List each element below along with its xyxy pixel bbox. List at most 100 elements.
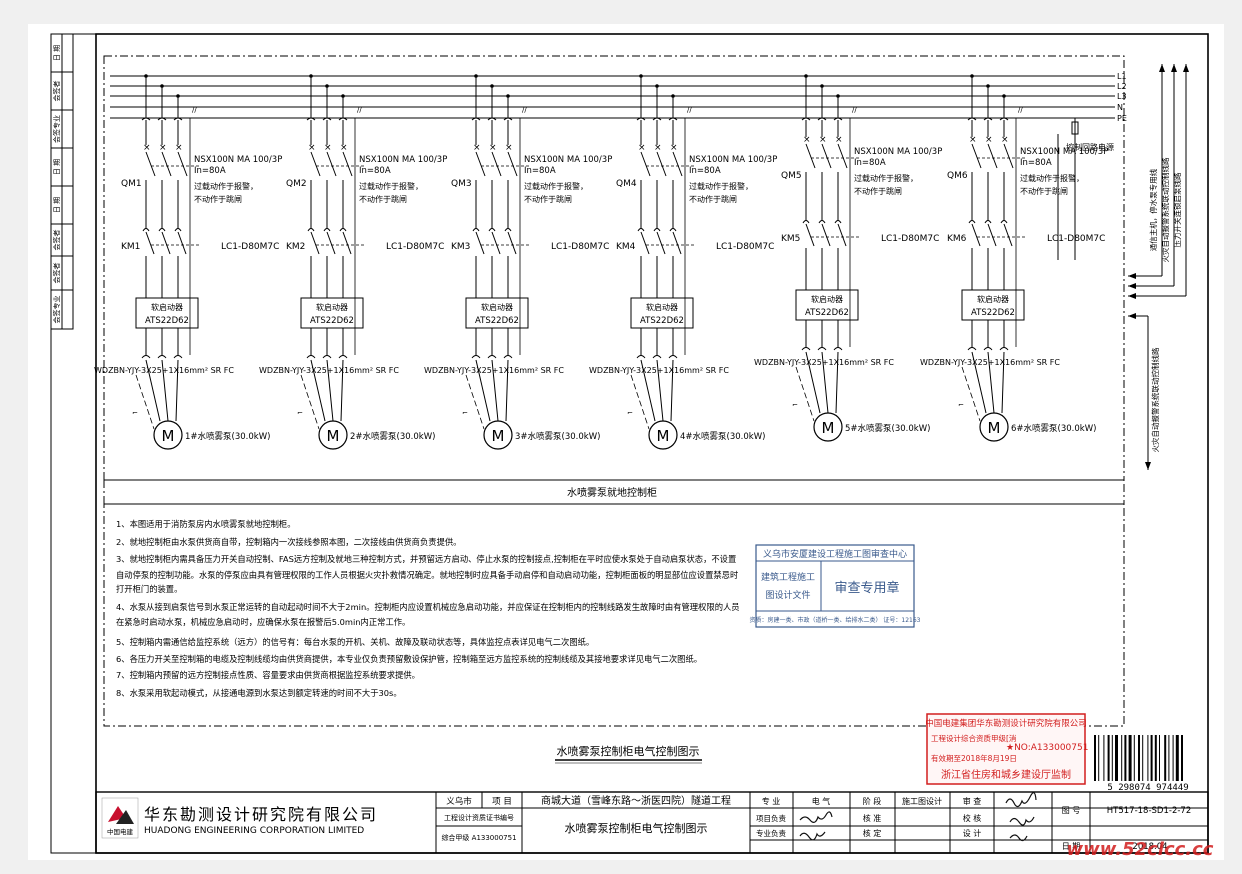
svg-text:⌐: ⌐ bbox=[132, 409, 138, 417]
title-block: 中国电建 华东勘测设计研究院有限公司 HUADONG ENGINEERING C… bbox=[95, 791, 1209, 854]
project-label: 项 目 bbox=[492, 797, 512, 807]
overload-note: 过载动作于报警， bbox=[854, 173, 918, 183]
qm-label: QM5 bbox=[781, 171, 802, 181]
pump-label: 1#水喷雾泵(30.0kW) bbox=[185, 431, 270, 442]
specialty-value: 电 气 bbox=[812, 796, 831, 806]
motor-icon bbox=[153, 420, 183, 450]
svg-text:×: × bbox=[969, 135, 977, 145]
note-line: 在紧急时启动水泵，机械应急启动时，应确保水泵在报警后5.0min内正常工作。 bbox=[116, 617, 410, 627]
trip-note: 不动作于跳闸 bbox=[359, 194, 407, 204]
svg-text:⌐: ⌐ bbox=[297, 409, 303, 417]
note-line: 8、水泵采用软起动模式，从接通电源到水泵达到额定转速的时间不大于30s。 bbox=[116, 688, 402, 698]
dwg-no-value: HT517-18-SD1-2-72 bbox=[1107, 806, 1191, 816]
overload-note: 过载动作于报警， bbox=[359, 181, 423, 191]
trip-note: 不动作于跳闸 bbox=[194, 194, 242, 204]
note-line: 5、控制箱内需通信给监控系统（远方）的信号有：每台水泵的开机、关机、故障及联动状… bbox=[116, 637, 594, 647]
note-line: 4、水泵从接到启泵信号到水泵正常运转的自动起动时间不大于2min。控制柜内应设置… bbox=[116, 602, 740, 612]
pump-label: 5#水喷雾泵(30.0kW) bbox=[845, 423, 930, 434]
cable-spec: WDZBN-YJY-3X25+1X16mm² SR FC bbox=[920, 358, 1060, 367]
qualification-stamp: 中国电建集团华东勘测设计研究院有限公司 工程设计综合资质甲级[消 ★NO:A13… bbox=[925, 713, 1088, 785]
svg-text://: // bbox=[522, 106, 527, 114]
breaker-rating: In=80A bbox=[524, 166, 556, 176]
spec-lead-label: 专业负责 bbox=[756, 828, 786, 838]
drawing-title: 水喷雾泵控制柜电气控制图示 bbox=[557, 744, 700, 758]
overload-note: 过载动作于报警， bbox=[524, 181, 588, 191]
design-label: 设 计 bbox=[963, 828, 982, 838]
svg-text:⌐: ⌐ bbox=[462, 409, 468, 417]
svg-text://: // bbox=[1018, 106, 1023, 114]
qm-label: QM3 bbox=[451, 179, 472, 189]
sheet-title: 水喷雾泵控制柜电气控制图示 bbox=[565, 821, 708, 835]
review-stamp-footer: 资质：房建一类、市政（道桥一类、给排水二类） 证号：12163 bbox=[750, 616, 921, 624]
svg-text:×: × bbox=[819, 135, 827, 145]
pm-label: 项目负责 bbox=[756, 813, 786, 823]
side-stamp-row: 会签者 bbox=[52, 263, 61, 284]
review-label: 核 定 bbox=[863, 828, 882, 838]
qual-stamp-line5: 浙江省住房和城乡建设厅监制 bbox=[941, 768, 1071, 781]
pump-label: 6#水喷雾泵(30.0kW) bbox=[1011, 423, 1096, 434]
contactor-model: LC1-D80M7C bbox=[1047, 234, 1105, 244]
soft-starter-model: ATS22D62 bbox=[640, 316, 684, 326]
svg-text://: // bbox=[852, 106, 857, 114]
cable-spec: WDZBN-YJY-3X25+1X16mm² SR FC bbox=[589, 366, 729, 375]
km-label: KM1 bbox=[121, 242, 140, 252]
pump-label: 2#水喷雾泵(30.0kW) bbox=[350, 431, 435, 442]
bus-label: PE bbox=[1117, 114, 1127, 123]
breaker-rating: In=80A bbox=[1020, 158, 1052, 168]
city-label: 义乌市 bbox=[446, 796, 472, 807]
overload-note: 过载动作于报警， bbox=[1020, 173, 1084, 183]
soft-starter-title: 软启动器 bbox=[481, 302, 513, 312]
motor-symbol: M bbox=[492, 427, 505, 445]
km-label: KM3 bbox=[451, 242, 470, 252]
pump-label: 3#水喷雾泵(30.0kW) bbox=[515, 431, 600, 442]
breaker-model: NSX100N MA 100/3P bbox=[524, 155, 612, 165]
side-stamp-row: 日 期 bbox=[53, 45, 61, 61]
bus-label: L3 bbox=[1117, 92, 1127, 101]
qm-label: QM2 bbox=[286, 179, 307, 189]
note-line: 3、就地控制柜内需具备压力开关自动控制、FAS远方控制及就地三种控制方式，并预留… bbox=[116, 554, 736, 564]
note-line: 2、就地控制柜由水泵供货商自带，控制箱内一次接线参照本图，二次接线由供货商负责提… bbox=[116, 537, 461, 547]
svg-text:×: × bbox=[308, 143, 316, 153]
bus-label: N bbox=[1117, 103, 1123, 112]
soft-starter-model: ATS22D62 bbox=[475, 316, 519, 326]
side-stamp-row: 日 期 bbox=[53, 197, 61, 213]
svg-text:×: × bbox=[1001, 135, 1009, 145]
motor-symbol: M bbox=[988, 419, 1001, 437]
review-stamp-right: 审查专用章 bbox=[834, 580, 899, 596]
km-label: KM5 bbox=[781, 234, 800, 244]
date-value: 2018.04 bbox=[1132, 842, 1167, 852]
note-line: 1、本图适用于消防泵房内水喷雾泵就地控制柜。 bbox=[116, 519, 296, 529]
control-power-label: 控制回路电源 bbox=[1066, 142, 1114, 152]
qm-label: QM4 bbox=[616, 179, 637, 189]
qual-stamp-line3: ★NO:A133000751 bbox=[1006, 743, 1088, 753]
km-label: KM4 bbox=[616, 242, 636, 252]
svg-text:⌐: ⌐ bbox=[958, 401, 964, 409]
bus-label: L2 bbox=[1117, 82, 1127, 91]
motor-icon bbox=[979, 412, 1009, 442]
svg-text://: // bbox=[192, 106, 197, 114]
note-line: 6、各压力开关至控制箱的电缆及控制线缆均由供货商提供，本专业仅负责预留敷设保护管… bbox=[116, 654, 702, 664]
watermark: www.52clcc.cc bbox=[1067, 839, 1214, 860]
breaker-model: NSX100N MA 100/3P bbox=[854, 147, 942, 157]
svg-text:×: × bbox=[638, 143, 646, 153]
svg-text:×: × bbox=[654, 143, 662, 153]
stage-label: 阶 段 bbox=[863, 796, 882, 806]
dwg-no-label: 图 号 bbox=[1062, 806, 1081, 815]
soft-starter-title: 软启动器 bbox=[151, 302, 183, 312]
company-name-en: HUADONG ENGINEERING CORPORATION LIMITED bbox=[144, 826, 364, 836]
trip-note: 不动作于跳闸 bbox=[1020, 186, 1068, 196]
svg-text://: // bbox=[357, 106, 362, 114]
date-label: 日 期 bbox=[1062, 842, 1081, 851]
barcode bbox=[1094, 735, 1183, 781]
km-label: KM6 bbox=[947, 234, 967, 244]
note-line: 打开柜门的装置。 bbox=[116, 584, 182, 594]
motor-symbol: M bbox=[822, 419, 835, 437]
breaker-model: NSX100N MA 100/3P bbox=[1020, 147, 1108, 157]
contactor-model: LC1-D80M7C bbox=[716, 242, 774, 252]
svg-text:×: × bbox=[159, 143, 167, 153]
approve-label: 审 查 bbox=[963, 796, 982, 806]
control-line-label: 火灾自动报警系统联动控制线路 bbox=[1150, 347, 1160, 452]
contactor-model: LC1-D80M7C bbox=[221, 242, 279, 252]
